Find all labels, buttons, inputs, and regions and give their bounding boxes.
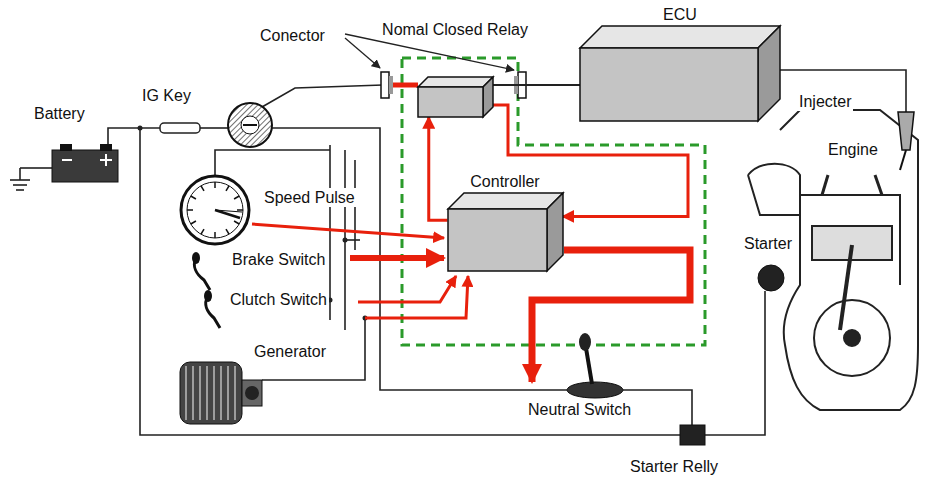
ignition-key	[228, 103, 272, 147]
part-label: Battery	[32, 104, 87, 123]
pedal-pad	[192, 252, 212, 302]
injector-symbol	[898, 112, 914, 170]
part-label: Brake Switch	[230, 250, 327, 269]
starter-relay	[680, 425, 705, 445]
part-label: Starter	[742, 234, 794, 253]
part-label: IG Key	[140, 86, 193, 105]
node-title: Controller	[468, 172, 541, 191]
signal-connector	[429, 117, 448, 220]
part-label: Conector	[258, 26, 327, 45]
box-shape	[418, 77, 493, 117]
relay-wire	[393, 83, 418, 88]
signal-connector	[493, 84, 581, 86]
box-outline	[418, 77, 493, 117]
ecu-box: ECU	[576, 5, 784, 121]
speedometer	[181, 176, 249, 244]
part-label: Speed Pulse	[262, 188, 357, 207]
box-outline	[580, 26, 780, 121]
fuse-symbol	[160, 123, 200, 133]
pedal-symbol	[194, 258, 220, 328]
controller-box: Controller	[444, 172, 567, 271]
wiring	[20, 70, 906, 435]
shift-lever	[567, 333, 623, 398]
part-label: Starter Relly	[628, 457, 720, 476]
box-shape	[580, 26, 780, 121]
part-label: Neutral Switch	[526, 400, 633, 419]
part-label: Generator	[252, 342, 328, 361]
relay-box: Nomal Closed Relay	[376, 20, 534, 117]
node-title: ECU	[661, 5, 699, 24]
box-shape	[448, 193, 563, 271]
node-title: Nomal Closed Relay	[380, 20, 530, 39]
engine-drawing	[748, 110, 918, 410]
box-outline	[448, 193, 563, 271]
ground-symbol	[10, 168, 30, 190]
battery-symbol	[52, 144, 118, 182]
part-label: Engine	[826, 140, 880, 159]
generator	[180, 362, 262, 424]
leader-line	[345, 34, 514, 70]
starter-motor	[758, 265, 784, 291]
part-label: Injecter	[797, 92, 853, 111]
part-label: Clutch Switch	[228, 290, 329, 309]
